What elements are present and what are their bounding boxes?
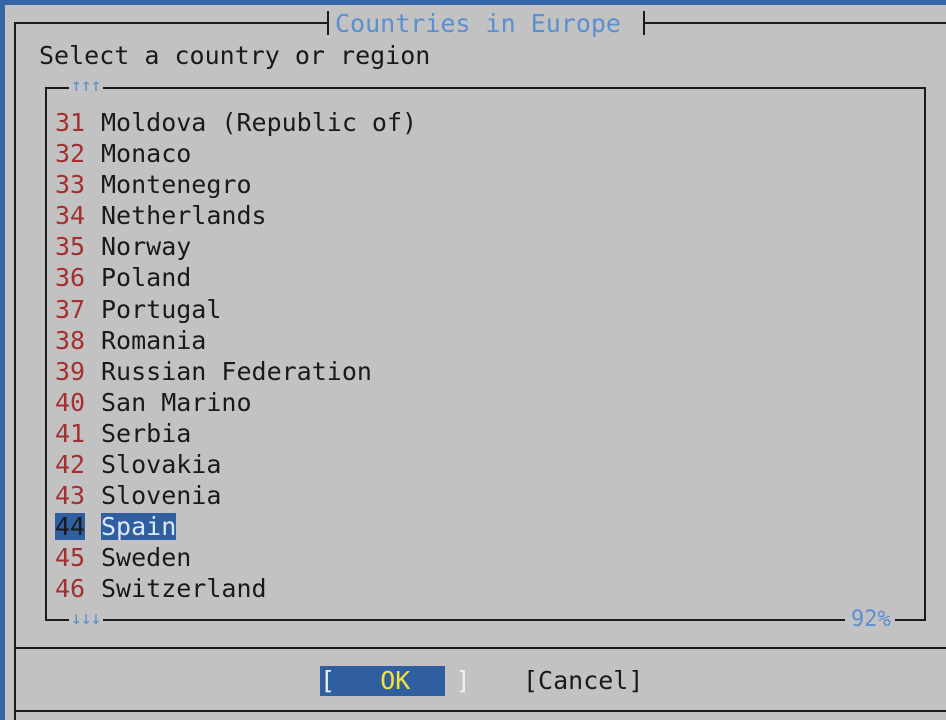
list-item-label: Netherlands: [101, 201, 267, 231]
list-item-number: 37: [55, 294, 86, 324]
listbox-bottom-border: [46, 619, 926, 621]
scroll-up-arrows-icon[interactable]: ↑↑↑: [69, 75, 103, 96]
list-item[interactable]: 44 Spain: [55, 511, 915, 542]
list-item-label: Slovakia: [101, 450, 222, 480]
list-item-number: 39: [55, 356, 86, 386]
frame-bottom-border: [14, 710, 946, 712]
list-item[interactable]: 34 Netherlands: [55, 200, 915, 231]
list-item[interactable]: 33 Montenegro: [55, 169, 915, 200]
dialog-prompt: Select a country or region: [39, 41, 431, 70]
list-item[interactable]: 40 San Marino: [55, 387, 915, 418]
ok-close-bracket: ]: [455, 666, 471, 695]
ok-label: OK: [380, 666, 411, 695]
list-item-label: Sweden: [101, 543, 192, 573]
list-item-number: 38: [55, 325, 86, 355]
list-item[interactable]: 42 Slovakia: [55, 449, 915, 480]
list-item-label: Russian Federation: [101, 356, 372, 386]
dialog-title: Countries in Europe: [335, 9, 621, 38]
list-item-number: 44: [55, 512, 86, 542]
list-item-number: 41: [55, 418, 86, 448]
listbox-top-border: [46, 87, 926, 89]
scroll-down-arrows-icon[interactable]: ↓↓↓: [69, 608, 103, 629]
cancel-button[interactable]: [Cancel]: [523, 666, 644, 695]
button-separator: [14, 647, 946, 649]
list-item[interactable]: 36 Poland: [55, 262, 915, 293]
list-item-label: Switzerland: [101, 574, 267, 604]
list-item[interactable]: 35 Norway: [55, 231, 915, 262]
list-item[interactable]: 43 Slovenia: [55, 480, 915, 511]
list-item-number: 31: [55, 108, 86, 137]
country-list: 31 Moldova (Republic of) 32 Monaco 33 Montene…: [55, 107, 915, 605]
list-item-label: Serbia: [101, 418, 192, 448]
list-item[interactable]: 38 Romania: [55, 325, 915, 356]
list-item-label: Norway: [101, 232, 192, 262]
list-item-number: 40: [55, 387, 86, 417]
list-item[interactable]: 41 Serbia: [55, 418, 915, 449]
list-item[interactable]: 45 Sweden: [55, 542, 915, 573]
frame-top-left-border: [14, 22, 329, 24]
list-item[interactable]: 46 Switzerland: [55, 573, 915, 604]
list-item-label: Moldova (Republic of): [101, 108, 418, 137]
list-item-number: 43: [55, 481, 86, 511]
list-item-number: 33: [55, 170, 86, 200]
list-item-number: 36: [55, 263, 86, 293]
list-item[interactable]: 37 Portugal: [55, 294, 915, 325]
scroll-percentage: 92%: [845, 608, 895, 632]
listbox-right-border: [924, 87, 926, 621]
list-item-number: 32: [55, 139, 86, 169]
list-item-number: 35: [55, 232, 86, 262]
list-item-label: Poland: [101, 263, 192, 293]
list-item-label: San Marino: [101, 387, 252, 417]
list-item-label: Montenegro: [101, 170, 252, 200]
list-item[interactable]: 31 Moldova (Republic of): [55, 107, 915, 138]
frame-left-border: [14, 22, 16, 720]
title-left-tick: [327, 11, 329, 35]
listbox-left-border: [45, 87, 47, 621]
country-dialog: Countries in Europe Select a country or …: [5, 5, 946, 720]
list-item-label: Romania: [101, 325, 207, 355]
list-item-label: Monaco: [101, 139, 192, 169]
list-item-label: Spain: [101, 512, 177, 542]
list-item-label: Portugal: [101, 294, 222, 324]
list-item[interactable]: 39 Russian Federation: [55, 356, 915, 387]
ok-open-bracket: [: [320, 666, 336, 695]
frame-top-right-border: [645, 22, 946, 24]
list-item-number: 34: [55, 201, 86, 231]
list-item-number: 42: [55, 450, 86, 480]
title-right-tick: [643, 11, 645, 35]
list-item-label: Slovenia: [101, 481, 222, 511]
list-item-number: 46: [55, 574, 86, 604]
list-item[interactable]: 32 Monaco: [55, 138, 915, 169]
ok-button[interactable]: [ OK ]: [320, 666, 471, 696]
list-item-number: 45: [55, 543, 86, 573]
